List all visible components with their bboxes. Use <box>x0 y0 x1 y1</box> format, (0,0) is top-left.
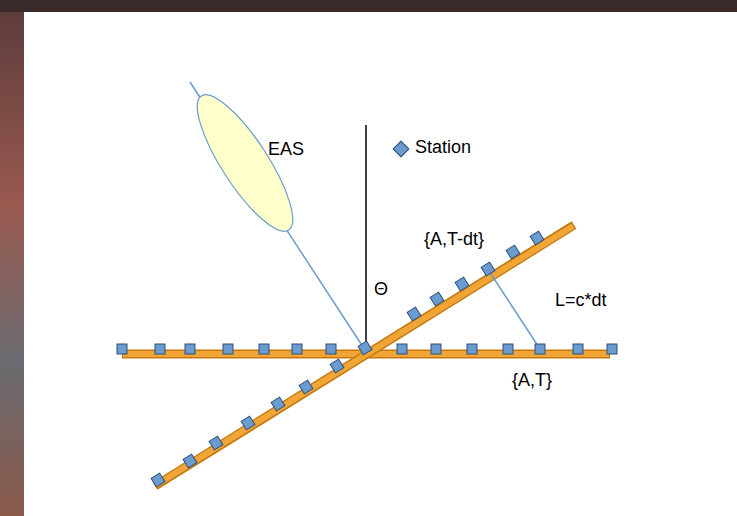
shower-ellipse <box>182 83 308 242</box>
shower-front <box>155 225 574 486</box>
front-label: {A,T-dt} <box>424 229 484 251</box>
legend-swatch <box>393 141 410 158</box>
angle-label: Θ <box>374 279 388 301</box>
background-strip <box>0 0 24 516</box>
distance-label: L=c*dt <box>555 290 607 312</box>
station-row <box>151 231 544 487</box>
vertical-line <box>365 125 367 352</box>
legend-text: Station <box>415 137 471 159</box>
shower-label: EAS <box>268 139 304 161</box>
background-strip <box>0 0 737 12</box>
shower-front <box>156 226 573 485</box>
array-label: {A,T} <box>512 370 552 392</box>
distance-line <box>489 271 540 349</box>
